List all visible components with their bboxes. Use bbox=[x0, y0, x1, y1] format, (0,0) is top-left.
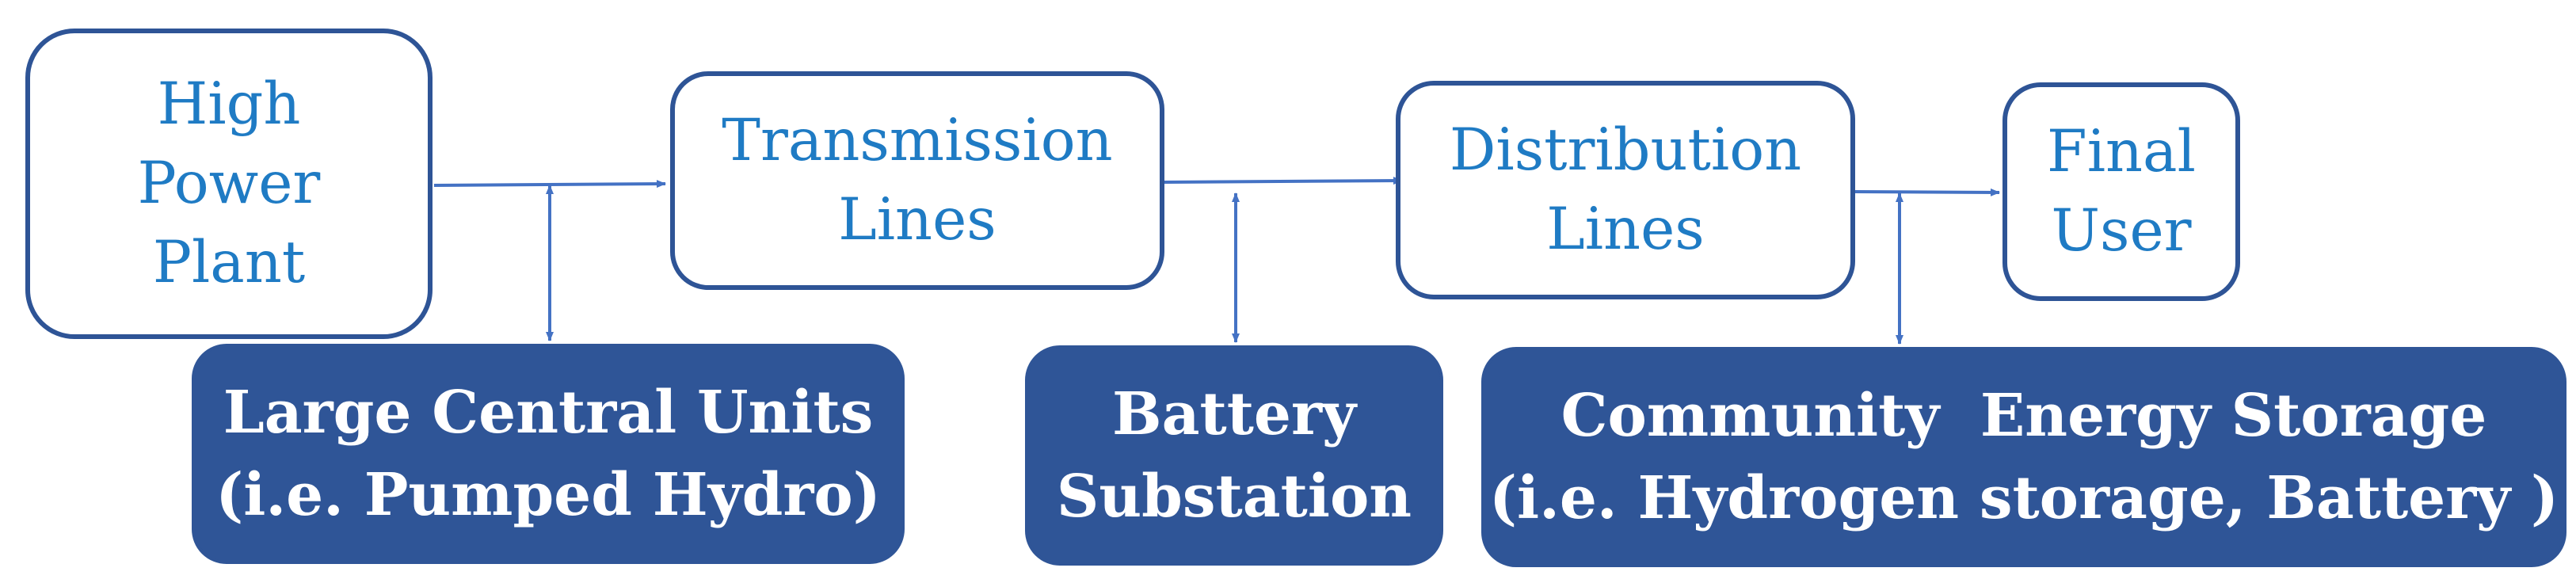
storage-label-line: Battery bbox=[1112, 380, 1356, 448]
node-final-user: Final User bbox=[2002, 82, 2240, 301]
storage-label-line: (i.e. Pumped Hydro) bbox=[215, 461, 881, 529]
node-transmission-lines: Transmission Lines bbox=[670, 71, 1164, 290]
storage-large-central-units: Large Central Units (i.e. Pumped Hydro) bbox=[192, 344, 905, 564]
node-label-line: High bbox=[157, 70, 301, 138]
storage-label-line: Large Central Units bbox=[223, 379, 874, 447]
node-label-line: Distribution bbox=[1449, 116, 1802, 184]
node-high-power-plant: High Power Plant bbox=[25, 29, 433, 339]
arrow-plant-to-transmission bbox=[433, 180, 666, 189]
node-label-line: Final bbox=[2047, 118, 2196, 185]
node-label-line: User bbox=[2051, 197, 2192, 265]
node-label-line: Lines bbox=[1546, 196, 1705, 263]
node-distribution-lines: Distribution Lines bbox=[1396, 81, 1855, 299]
storage-label-line: Substation bbox=[1056, 463, 1412, 531]
node-label-line: Transmission bbox=[722, 107, 1113, 174]
storage-label-line: Community Energy Storage bbox=[1560, 382, 2487, 450]
arrow-transmission-to-distribution bbox=[1164, 177, 1403, 185]
storage-label-line: (i.e. Hydrogen storage, Battery ) bbox=[1488, 464, 2559, 532]
storage-battery-substation: Battery Substation bbox=[1025, 345, 1443, 566]
storage-community-energy-storage: Community Energy Storage (i.e. Hydrogen … bbox=[1481, 347, 2566, 567]
node-label-line: Lines bbox=[838, 186, 996, 253]
node-label-line: Plant bbox=[152, 229, 306, 296]
node-label-line: Power bbox=[137, 150, 321, 217]
